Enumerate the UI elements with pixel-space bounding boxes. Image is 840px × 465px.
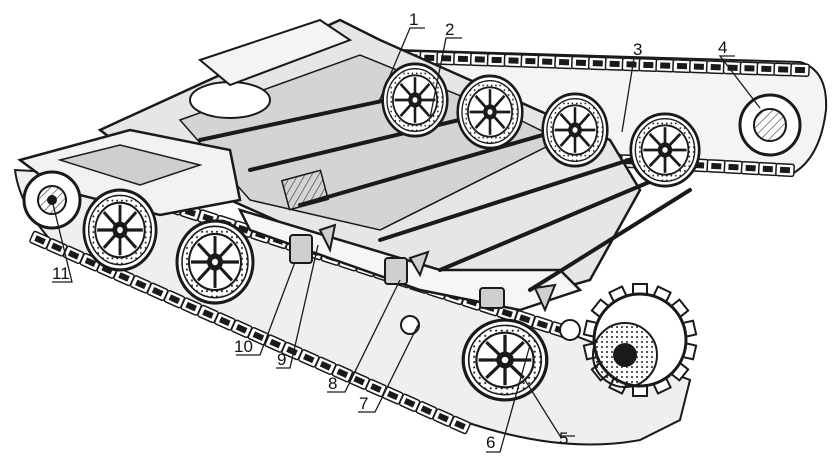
track-link xyxy=(705,60,726,75)
callouts: 1 2 3 4 5 6 7 8 9 10 11 xyxy=(52,10,727,452)
callout-3: 3 xyxy=(633,40,642,59)
callout-7: 7 xyxy=(359,394,368,413)
track-link xyxy=(655,58,676,73)
track-link xyxy=(587,56,608,71)
track-link xyxy=(537,54,558,69)
track-link xyxy=(453,51,473,66)
track-link xyxy=(706,158,727,174)
callout-11: 11 xyxy=(52,264,70,283)
track-link xyxy=(774,162,796,178)
torsion-bars xyxy=(198,93,692,292)
suspension-brackets xyxy=(289,223,581,341)
far-idler xyxy=(738,93,802,157)
callout-10: 10 xyxy=(234,337,253,356)
callout-9: 9 xyxy=(277,350,286,369)
track-link xyxy=(621,57,642,72)
track-link xyxy=(554,55,575,70)
track-link xyxy=(486,52,507,68)
callout-4: 4 xyxy=(718,38,727,57)
callout-2: 2 xyxy=(445,20,454,39)
leader-lines xyxy=(51,27,761,453)
track-link xyxy=(740,160,761,176)
track-link xyxy=(570,55,591,70)
track-link xyxy=(723,159,744,175)
track-link xyxy=(520,54,541,69)
track-link xyxy=(773,62,794,77)
callout-6: 6 xyxy=(486,433,495,452)
callout-8: 8 xyxy=(328,374,337,393)
track-link xyxy=(638,57,659,73)
track-link xyxy=(672,59,692,74)
hull xyxy=(17,18,642,312)
track-link xyxy=(436,51,457,66)
track-link xyxy=(757,161,778,177)
drive-sprocket xyxy=(582,283,698,397)
track-link xyxy=(503,53,524,68)
track-link xyxy=(739,61,760,76)
track-link xyxy=(469,52,490,67)
track-link xyxy=(790,62,810,78)
track-link xyxy=(688,59,709,74)
track-link xyxy=(756,61,777,76)
callout-5: 5 xyxy=(559,429,568,448)
track-link xyxy=(604,56,625,71)
callout-1: 1 xyxy=(409,10,418,29)
